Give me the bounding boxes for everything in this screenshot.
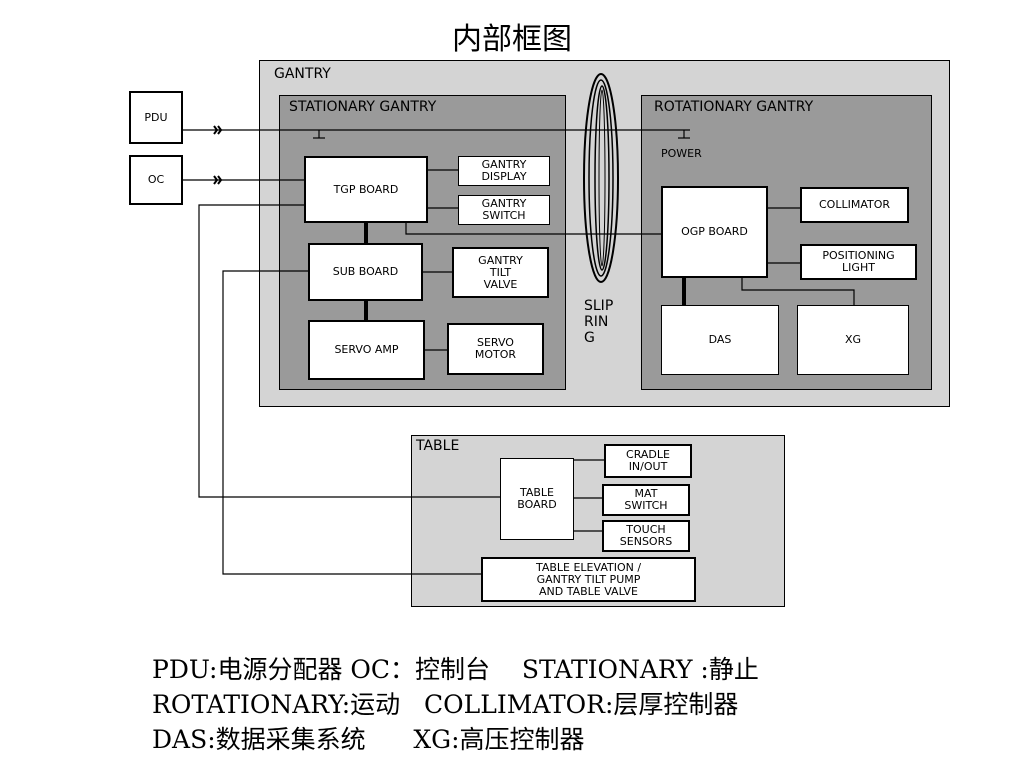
gantry-switch-box: GANTRY SWITCH [458, 195, 550, 225]
xg-box: XG [797, 305, 909, 375]
slip-ring-icon [583, 73, 619, 283]
positioning-light-box: POSITIONING LIGHT [800, 244, 917, 280]
gantry-tilt-valve-box: GANTRY TILT VALVE [452, 247, 549, 298]
legend-line: DAS:数据采集系统 XG:高压控制器 [152, 725, 585, 754]
table-board-box: TABLE BOARD [500, 458, 574, 540]
servo-motor-box: SERVO MOTOR [447, 323, 544, 375]
tgp-board-box: TGP BOARD [304, 156, 428, 223]
gantry-label: GANTRY [274, 66, 331, 82]
oc-connector-icon [213, 175, 223, 185]
touch-sensors-box: TOUCH SENSORS [602, 520, 690, 552]
legend-line: PDU:电源分配器 OC：控制台 STATIONARY :静止 [152, 655, 759, 684]
sub-board-elevation-line [222, 270, 482, 575]
page-title: 内部框图 [452, 22, 572, 57]
tgp-table-board-line [198, 204, 501, 498]
das-box: DAS [661, 305, 779, 375]
servo-amp-box: SERVO AMP [308, 320, 425, 380]
collimator-box: COLLIMATOR [800, 187, 909, 223]
ogp-board-box: OGP BOARD [661, 186, 768, 278]
pdu-box: PDU [129, 91, 183, 144]
stationary-gantry-label: STATIONARY GANTRY [289, 99, 437, 115]
mat-switch-box: MAT SWITCH [602, 484, 690, 516]
slip-ring-label: SLIP RIN G [584, 298, 614, 346]
legend-line: ROTATIONARY:运动 COLLIMATOR:层厚控制器 [152, 690, 739, 719]
oc-box: OC [129, 155, 183, 205]
gantry-display-box: GANTRY DISPLAY [458, 156, 550, 186]
rotational-gantry-label: ROTATIONARY GANTRY [654, 99, 814, 115]
sub-board-box: SUB BOARD [308, 243, 423, 301]
tgp-ogp-line [405, 222, 662, 235]
legend: PDU:电源分配器 OC：控制台 STATIONARY :静止 ROTATION… [152, 652, 1012, 757]
pdu-connector-icon [213, 125, 223, 135]
cradle-box: CRADLE IN/OUT [604, 444, 692, 478]
elevation-box: TABLE ELEVATION / GANTRY TILT PUMP AND T… [481, 557, 696, 602]
power-label: POWER [661, 147, 702, 160]
table-label: TABLE [416, 438, 460, 454]
ogp-xg-line [741, 277, 855, 306]
